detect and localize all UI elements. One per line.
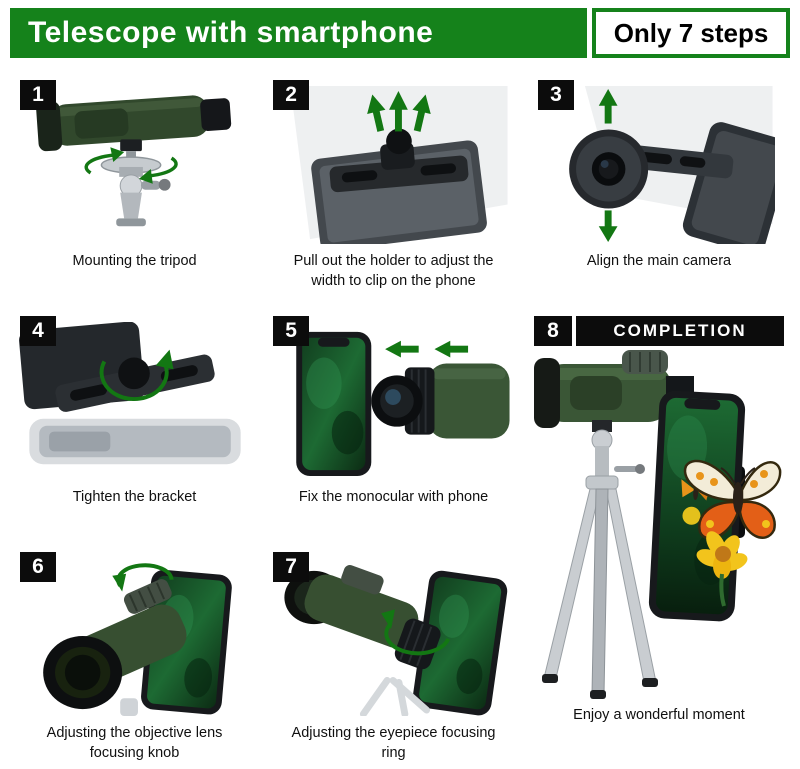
clamp-knob — [385, 128, 412, 155]
monocular — [283, 565, 441, 670]
step-5-caption: Fix the monocular with phone — [298, 489, 489, 505]
step-8-number: 8 — [534, 316, 572, 346]
completion-bar: COMPLETION — [576, 316, 784, 346]
tripod-head — [100, 151, 171, 227]
mount-foot — [119, 139, 142, 152]
step-4: 4 — [16, 316, 253, 528]
step-8-caption: Enjoy a wonderful moment — [573, 707, 745, 723]
camera-ring — [569, 129, 649, 209]
step-4-number: 4 — [20, 316, 56, 346]
step-6: 6 — [16, 552, 253, 764]
step-4-caption: Tighten the bracket — [72, 489, 197, 505]
screen-flower — [682, 506, 701, 525]
step-5: 5 — [269, 316, 518, 528]
step-6-illustration — [16, 558, 253, 716]
step-7: 7 — [269, 552, 518, 764]
step-1-illustration — [16, 86, 253, 244]
attach-arrows-icon — [384, 340, 468, 358]
step-8-header: 8 COMPLETION — [534, 316, 784, 346]
tighten-rotate-arrow-icon — [99, 349, 174, 402]
step-3: 3 — [534, 80, 784, 292]
step-7-number: 7 — [273, 552, 310, 582]
step-1-caption: Mounting the tripod — [72, 253, 197, 269]
step-4-illustration — [16, 322, 253, 480]
tripod-legs — [359, 676, 430, 716]
step-3-illustration — [534, 86, 784, 244]
ring-rotate-arrow-icon — [380, 609, 450, 656]
step-8-illustration — [534, 348, 784, 704]
monocular — [42, 579, 187, 710]
tripod — [542, 420, 658, 699]
page-title: Telescope with smartphone — [28, 16, 434, 49]
step-7-caption: Adjusting the eyepiece focusing ring — [291, 725, 496, 761]
step-3-number: 3 — [538, 80, 574, 110]
butterfly — [683, 459, 782, 540]
tripod-column — [119, 698, 138, 716]
steps-badge: Only 7 steps — [592, 8, 790, 58]
step-5-number: 5 — [273, 316, 310, 346]
holder-arm — [622, 144, 734, 179]
steps-grid: 1 — [10, 80, 790, 764]
header-bar: Telescope with smartphone — [10, 8, 587, 58]
step-1: 1 — [16, 80, 253, 292]
focusing-knob — [622, 350, 668, 374]
step-2-caption: Pull out the holder to adjust the width … — [293, 253, 494, 289]
step-3-caption: Align the main camera — [586, 253, 732, 269]
step-6-number: 6 — [20, 552, 56, 582]
completion-label: COMPLETION — [613, 321, 747, 340]
step-2-number: 2 — [273, 80, 310, 110]
step-7-illustration — [269, 558, 518, 716]
flower — [696, 531, 748, 607]
step-2-illustration — [269, 86, 518, 244]
header: Telescope with smartphone Only 7 steps — [10, 8, 790, 58]
align-arrows-icon — [598, 88, 618, 243]
step-8: 8 COMPLETION — [534, 316, 784, 764]
step-1-number: 1 — [20, 80, 56, 110]
phone — [295, 331, 371, 477]
monocular — [35, 95, 231, 152]
step-6-caption: Adjusting the objective lens focusing kn… — [46, 725, 223, 761]
bracket-knob — [117, 357, 150, 390]
rotate-arrows-icon — [84, 147, 178, 184]
steps-badge-label: Only 7 steps — [613, 17, 769, 48]
knob-rotate-arrow-icon — [111, 563, 174, 592]
step-5-illustration — [269, 322, 518, 480]
pull-up-arrows-icon — [366, 90, 431, 132]
phone — [412, 570, 507, 716]
step-2: 2 — [269, 80, 518, 292]
monocular — [370, 363, 510, 439]
phone — [28, 418, 241, 465]
